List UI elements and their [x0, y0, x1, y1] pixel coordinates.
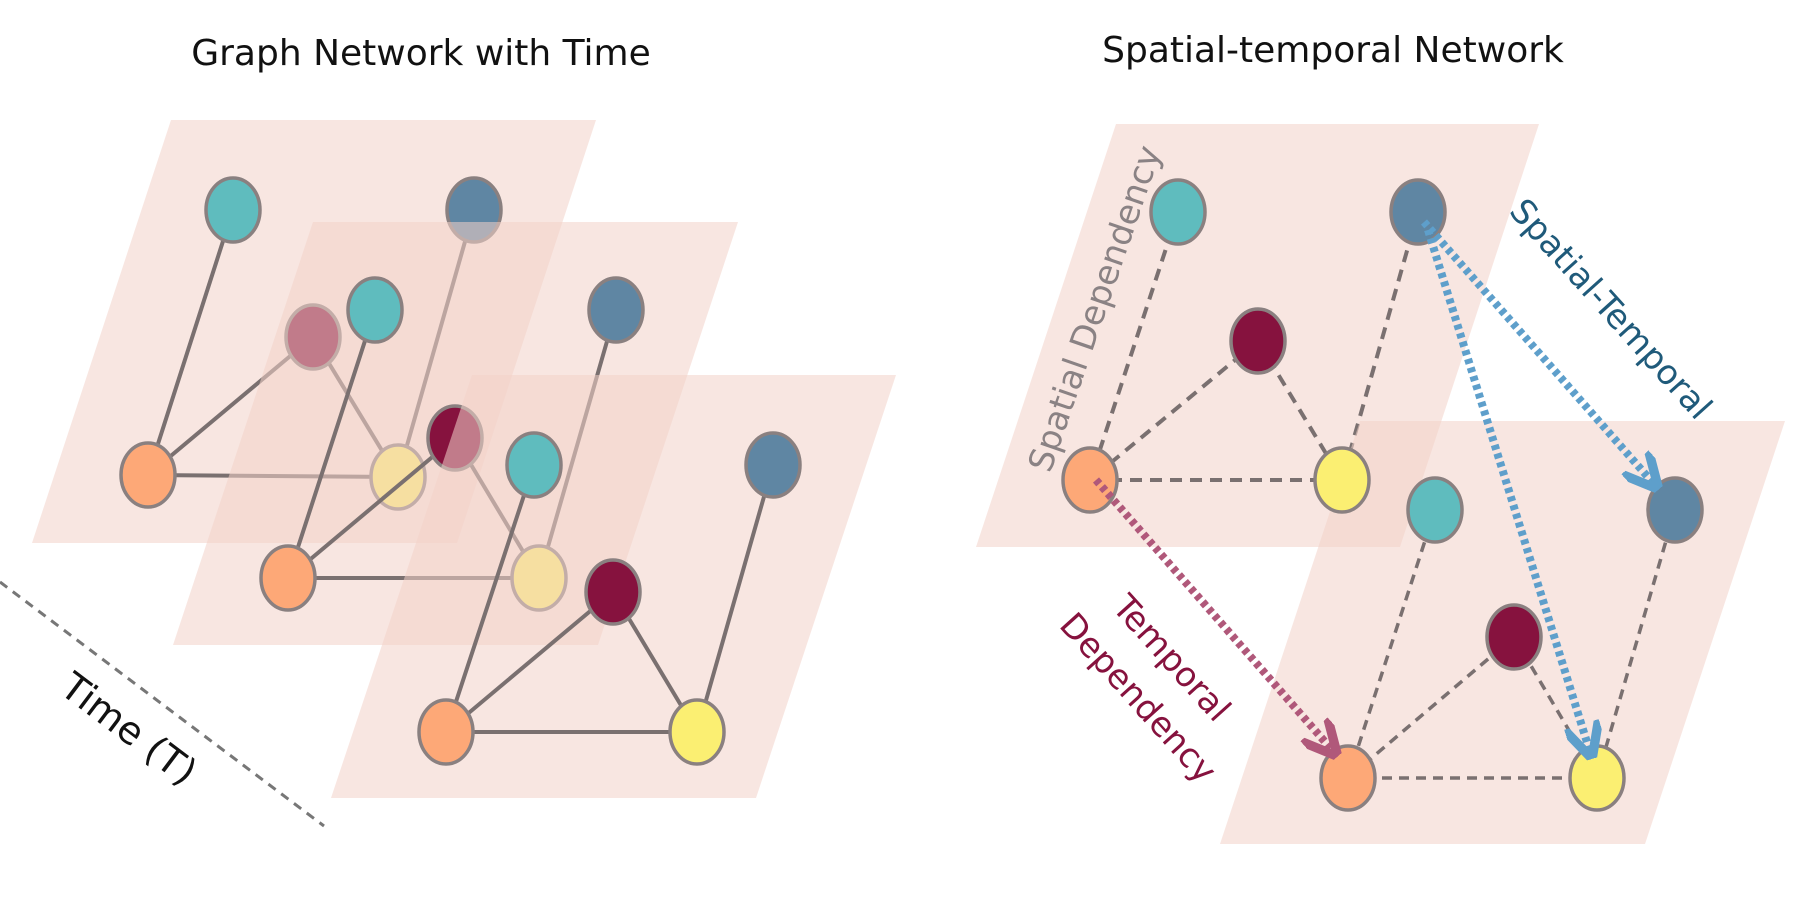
node-teal	[1149, 178, 1207, 246]
edge-dashed	[1346, 509, 1437, 779]
node-maroon	[1229, 307, 1287, 375]
node-orange	[1319, 744, 1377, 812]
node-yellow	[1568, 744, 1626, 812]
edge	[286, 436, 457, 580]
edge-dashed	[1088, 211, 1180, 481]
node-teal	[204, 176, 262, 244]
edge	[286, 309, 377, 579]
node-teal	[505, 431, 563, 499]
node-maroon	[1485, 603, 1543, 671]
node-yellow	[1313, 446, 1371, 514]
edge-dashed	[1088, 339, 1260, 482]
node-slate	[1646, 476, 1704, 544]
spatial-temporal-arrow-2	[1424, 228, 1590, 752]
node-slate	[1389, 178, 1447, 246]
node-orange	[119, 441, 177, 509]
plane-3-nodes	[417, 431, 802, 766]
node-teal	[1406, 476, 1464, 544]
time-axis-label: Time (T)	[52, 663, 205, 794]
spatial-temporal-arrow-1	[1420, 219, 1654, 484]
node-orange	[417, 698, 475, 766]
edge-dashed	[1595, 509, 1677, 779]
time-axis-line	[0, 580, 325, 828]
spatial-temporal-label: Spatial-Temporal	[1501, 191, 1719, 427]
edge-dashed	[1340, 211, 1420, 481]
node-teal	[346, 276, 404, 344]
node-orange	[259, 544, 317, 612]
temporal-dependency-arrow	[1092, 477, 1333, 751]
time-plane-3	[331, 375, 896, 798]
node-orange	[1061, 446, 1119, 514]
edge	[444, 590, 615, 734]
edge	[444, 464, 536, 733]
st-plane-top-nodes	[1061, 178, 1447, 514]
right-title: Spatial-temporal Network	[1102, 30, 1564, 71]
edge	[146, 209, 235, 476]
node-maroon	[584, 558, 642, 626]
left-title: Graph Network with Time	[191, 33, 651, 74]
edge-dashed	[1346, 635, 1516, 780]
node-slate	[587, 276, 645, 344]
node-slate	[744, 431, 802, 499]
node-yellow	[668, 698, 726, 766]
edge	[695, 464, 775, 733]
